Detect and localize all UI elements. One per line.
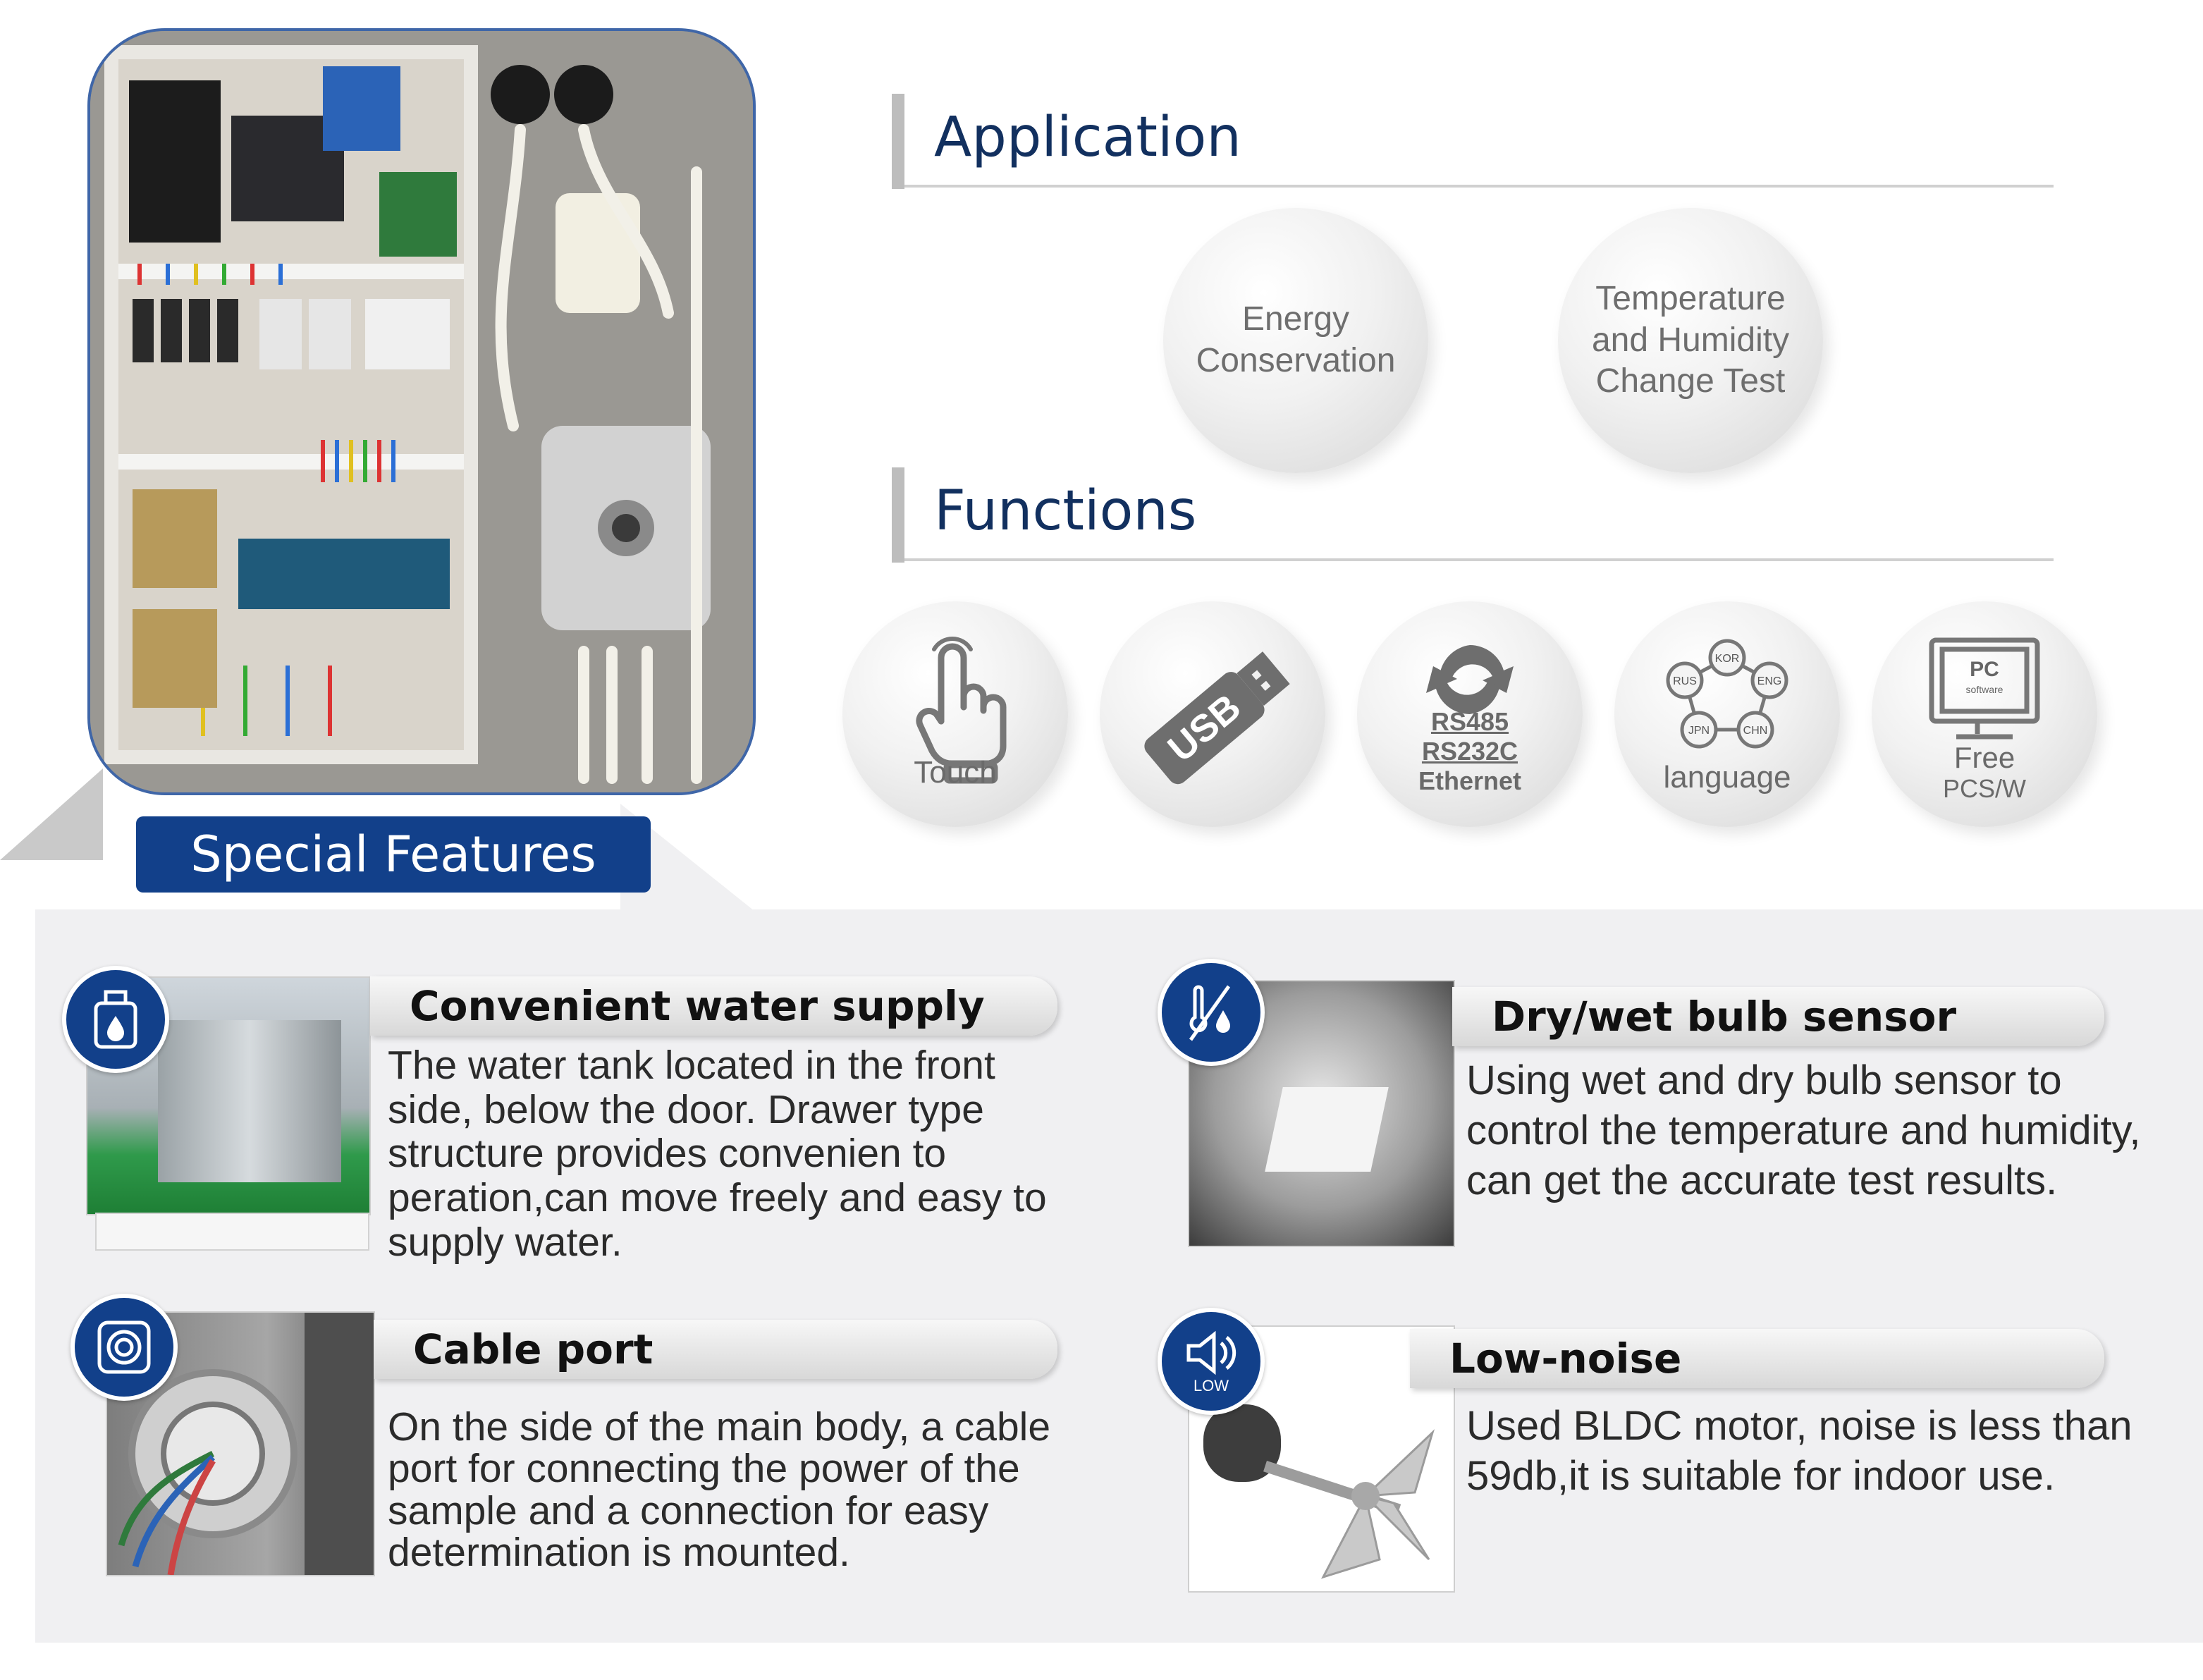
water-supply-text: The water tank located in the front side… xyxy=(388,1043,1047,1265)
touch-label: Touch xyxy=(914,755,997,790)
application-heading-rule xyxy=(904,185,2054,188)
special-features-title: Special Features xyxy=(136,816,651,893)
application-badge-label: Energy Conservation xyxy=(1196,300,1396,379)
functions-heading-bar xyxy=(892,467,904,563)
function-badge-language: KOR RUS ENG JPN CHN language xyxy=(1614,601,1840,827)
pc-monitor-icon: PC software xyxy=(1929,637,2040,740)
pcsw-label: PCS/W xyxy=(1942,774,2026,803)
control-cabinet-illustration xyxy=(90,31,753,792)
language-network-icon: KOR RUS ENG JPN CHN xyxy=(1666,639,1788,749)
pc-software-label: software xyxy=(1966,684,2003,695)
speaker-low-icon: LOW xyxy=(1158,1308,1265,1415)
special-features-tab-left xyxy=(0,768,103,860)
communication-labels: RS485 RS232C Ethernet xyxy=(1357,707,1583,796)
language-label: language xyxy=(1663,760,1791,795)
functions-heading-rule xyxy=(904,558,2054,561)
functions-title: Functions xyxy=(934,479,1197,543)
low-noise-heading: Low-noise xyxy=(1410,1329,2104,1388)
cable-port-illustration xyxy=(118,1313,374,1575)
application-badge-energy-conservation: Energy Conservation xyxy=(1163,208,1428,473)
thermometer-droplet-icon xyxy=(1158,959,1265,1066)
function-badge-usb: USB xyxy=(1100,601,1325,827)
cable-port-heading: Cable port xyxy=(374,1320,1057,1379)
free-label: Free xyxy=(1953,741,2015,774)
lang-chn: CHN xyxy=(1743,725,1768,737)
water-supply-photo-caption-strip xyxy=(95,1213,369,1251)
application-badge-temperature-humidity: Temperature and Humidity Change Test xyxy=(1558,208,1823,473)
water-tank-icon xyxy=(62,966,169,1073)
lang-jpn: JPN xyxy=(1688,725,1710,737)
ethernet-label: Ethernet xyxy=(1418,766,1522,795)
cable-port-icon xyxy=(70,1294,178,1401)
control-cabinet-photo xyxy=(87,28,756,795)
low-label: LOW xyxy=(1193,1377,1229,1394)
bldc-fan-illustration xyxy=(1203,1404,1435,1579)
application-badge-label: Temperature and Humidity Change Test xyxy=(1591,280,1790,400)
touch-hand-icon xyxy=(916,636,1007,784)
pc-label: PC xyxy=(1970,658,1999,681)
low-noise-text: Used BLDC motor, noise is less than 59db… xyxy=(1466,1403,2133,1499)
application-title: Application xyxy=(934,106,1241,169)
bulb-sensor-heading: Dry/wet bulb sensor xyxy=(1452,987,2104,1046)
bulb-sensor-wick-shape xyxy=(1265,1087,1389,1172)
lang-rus: RUS xyxy=(1673,675,1697,687)
function-badge-pc-software: PC software Free PCS/W xyxy=(1872,601,2097,827)
usb-drive-icon: USB xyxy=(1144,651,1290,785)
function-badge-communication: RS485 RS232C Ethernet xyxy=(1357,601,1583,827)
bulb-sensor-text: Using wet and dry bulb sensor to control… xyxy=(1466,1057,2141,1203)
rs485-label: RS485 xyxy=(1430,707,1509,736)
lang-eng: ENG xyxy=(1757,675,1782,687)
function-badge-touch: Touch xyxy=(842,601,1068,827)
application-heading-bar xyxy=(892,94,904,189)
cable-port-text: On the side of the main body, a cable po… xyxy=(388,1404,1051,1575)
water-tank-drawer-shape xyxy=(158,1020,341,1182)
lang-kor: KOR xyxy=(1715,653,1740,665)
rs232c-label: RS232C xyxy=(1421,737,1518,766)
sync-arrows-icon xyxy=(1426,645,1514,714)
water-supply-heading: Convenient water supply xyxy=(370,976,1057,1036)
free-pcsw-labels: Free PCS/W xyxy=(1872,742,2097,804)
